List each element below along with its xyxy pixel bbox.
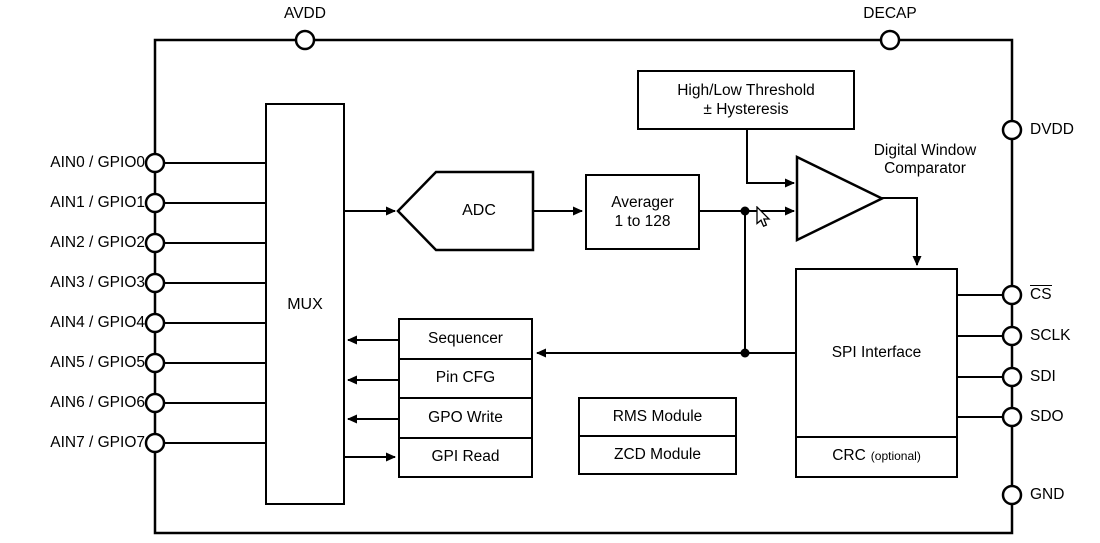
comparator-line2: Comparator [884,160,966,177]
crc-label: CRC [832,447,866,464]
pin-label-sclk: SCLK [1030,327,1071,344]
cs-overline-text: CS [1030,285,1052,303]
zcd-module-block: ZCD Module [580,435,735,473]
pin-ain7 [144,432,166,454]
gpo-write-block: GPO Write [400,397,531,437]
pin-cs [1001,284,1023,306]
pin-label-ain7: AIN7 / GPIO7 [50,434,145,451]
pin-label-sdo: SDO [1030,408,1064,425]
modules-stack: RMS Module ZCD Module [578,397,737,475]
pin-ain4 [144,312,166,334]
pin-label-ain5: AIN5 / GPIO5 [50,354,145,371]
comparator-line1: Digital Window [873,142,977,159]
threshold-line2: ± Hysteresis [703,101,789,118]
spi-interface-label: SPI Interface [831,344,922,361]
threshold-block: High/Low Threshold ± Hysteresis [637,70,855,130]
wire-comparator-spi [882,197,922,266]
pin-avdd [294,29,316,51]
pin-decap [879,29,901,51]
pin-ain5 [144,352,166,374]
sequencer-block: Sequencer [428,329,503,347]
averager-block: Averager 1 to 128 [585,174,700,250]
pin-label-ain0: AIN0 / GPIO0 [50,154,145,171]
pin-label-decap: DECAP [863,5,917,22]
comparator-triangle [795,154,885,243]
mouse-cursor [756,206,771,228]
junction-dot-sequencer [740,348,750,358]
adc-shape [396,170,535,252]
pin-label-gnd: GND [1030,486,1065,503]
pin-circles [144,29,1023,506]
pin-label-ain6: AIN6 / GPIO6 [50,394,145,411]
crc-section: CRC (optional) [797,436,956,476]
pin-sclk [1001,325,1023,347]
mux-block: MUX [265,103,345,505]
pin-label-avdd: AVDD [284,5,326,22]
pin-ain1 [144,192,166,214]
pin-dvdd [1001,119,1023,141]
comparator-label: Digital Window Comparator [845,142,1005,178]
threshold-line1: High/Low Threshold [677,82,815,99]
pin-label-cs: CS [1030,285,1052,305]
mouse-cursor-shape [756,206,771,228]
adc-label: ADC [462,202,496,219]
pin-ain6 [144,392,166,414]
rms-module-block: RMS Module [612,408,703,425]
wire-threshold-comparator [746,130,795,188]
analog-input-wires [164,162,267,444]
pin-label-ain3: AIN3 / GPIO3 [50,274,145,291]
pin-label-sdi: SDI [1030,368,1056,385]
pin-cfg-block: Pin CFG [400,357,531,398]
spi-interface-block: SPI Interface CRC (optional) [795,268,958,478]
pin-label-ain4: AIN4 / GPIO4 [50,314,145,331]
junction-dot-averager [740,206,750,216]
pin-sdi [1001,366,1023,388]
gpi-read-block: GPI Read [400,436,531,477]
pin-ain0 [144,152,166,174]
pin-gnd [1001,484,1023,506]
control-stack: Sequencer Pin CFG GPO Write GPI Read [398,318,533,478]
pin-sdo [1001,406,1023,428]
pin-label-ain2: AIN2 / GPIO2 [50,234,145,251]
pin-ain2 [144,232,166,254]
crc-optional-note: (optional) [870,449,921,463]
pin-ain3 [144,272,166,294]
signal-wires [345,130,1003,462]
pin-label-dvdd: DVDD [1030,121,1074,138]
averager-line2: 1 to 128 [614,213,671,230]
pin-label-ain1: AIN1 / GPIO1 [50,194,145,211]
averager-line1: Averager [611,194,674,211]
